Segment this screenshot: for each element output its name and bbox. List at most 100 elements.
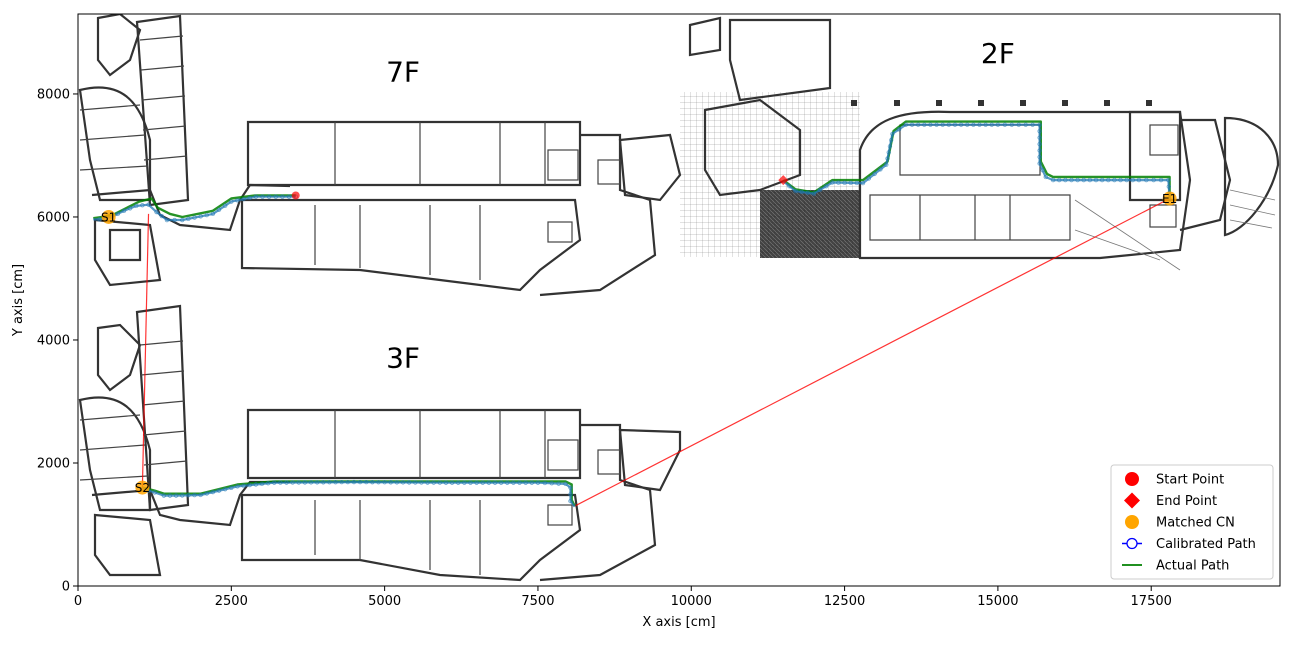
calibrated-path-point xyxy=(830,180,835,185)
x-tick-label: 5000 xyxy=(368,594,401,609)
calibrated-path-point xyxy=(1124,177,1129,183)
calibrated-path-point xyxy=(817,187,823,193)
calibrated-path-point xyxy=(172,217,177,223)
calibrated-path-point xyxy=(419,480,424,485)
calibrated-path-point xyxy=(259,481,265,487)
calibrated-path-point xyxy=(854,180,859,186)
calibrated-path-point xyxy=(97,217,102,222)
calibrated-path-point xyxy=(995,122,1001,127)
legend-item: Calibrated Path xyxy=(1122,537,1256,552)
calibrated-path-point xyxy=(284,480,289,485)
floorplan-2f xyxy=(680,16,1280,271)
calibrated-path-point xyxy=(235,484,240,489)
transition-line xyxy=(574,197,1170,507)
calibrated-path-point xyxy=(1037,135,1042,140)
calibrated-path-point xyxy=(198,492,203,498)
calibrated-path-point xyxy=(315,480,320,485)
calibrated-path-point xyxy=(793,188,798,194)
calibrated-path-point xyxy=(1112,177,1117,183)
x-axis-label: X axis [cm] xyxy=(642,615,715,630)
matched-cn-marker xyxy=(135,480,150,495)
calibrated-path-point xyxy=(1130,177,1135,183)
calibrated-path-point xyxy=(302,480,308,485)
calibrated-path-point xyxy=(154,209,159,215)
calibrated-path-point xyxy=(1037,161,1042,166)
legend-label: End Point xyxy=(1156,494,1217,509)
calibrated-path-point xyxy=(273,194,278,199)
legend-label: Calibrated Path xyxy=(1156,537,1256,552)
calibrated-path-point xyxy=(1040,168,1045,173)
calibrated-path-point xyxy=(928,122,933,127)
calibrated-path-point xyxy=(1037,154,1042,160)
y-tick-label: 0 xyxy=(62,580,70,595)
calibrated-path-point xyxy=(134,203,139,209)
calibrated-path-point xyxy=(241,196,246,202)
floor-label: 3F xyxy=(386,342,420,375)
floorplan-3f xyxy=(78,304,682,582)
y-tick-label: 4000 xyxy=(37,333,70,348)
matched-cn-marker xyxy=(1162,191,1177,206)
calibrated-path-point xyxy=(364,479,369,485)
calibrated-path-point xyxy=(909,122,915,127)
calibrated-path-point xyxy=(517,480,522,485)
calibrated-path-point xyxy=(884,162,889,167)
calibrated-path-point xyxy=(192,492,197,498)
calibrated-path-point xyxy=(167,493,173,498)
calibrated-path-point xyxy=(499,480,504,485)
legend-item: Actual Path xyxy=(1122,559,1229,574)
calibrated-path-point xyxy=(198,214,203,219)
calibrated-path-point xyxy=(866,176,871,181)
calibrated-path-point xyxy=(885,156,890,161)
calibrated-path-point xyxy=(413,480,418,485)
floorplan-7f xyxy=(78,14,682,297)
calibrated-path-point xyxy=(989,122,994,127)
calibrated-path-point xyxy=(321,480,326,485)
calibrated-path-point xyxy=(1081,177,1086,183)
calibrated-path-point xyxy=(186,493,191,498)
legend-label: Actual Path xyxy=(1156,559,1229,574)
x-tick-label: 0 xyxy=(74,594,82,609)
calibrated-path-point xyxy=(278,480,283,485)
legend-marker xyxy=(1126,537,1138,550)
calibrated-path-point xyxy=(886,150,891,155)
legend-label: Matched CN xyxy=(1156,516,1235,531)
calibrated-path-point xyxy=(903,122,909,127)
matched-cn-label: S2 xyxy=(135,481,150,495)
calibrated-path-point xyxy=(1037,141,1042,147)
calibrated-path-point xyxy=(916,122,921,127)
x-tick-label: 17500 xyxy=(1131,594,1172,609)
calibrated-path-point xyxy=(241,483,246,488)
calibrated-path-point xyxy=(159,213,164,219)
calibrated-path-point xyxy=(1087,177,1093,183)
calibrated-path-point xyxy=(556,481,561,486)
calibrated-path-point xyxy=(805,190,810,195)
calibrated-path-point xyxy=(443,480,449,485)
calibrated-path-point xyxy=(127,206,133,211)
calibrated-path-point xyxy=(1151,177,1156,183)
calibrated-path-point xyxy=(1037,148,1042,153)
calibrated-path-point xyxy=(186,216,191,221)
calibrated-path-point xyxy=(407,480,412,485)
calibrated-path-point xyxy=(568,485,573,490)
calibrated-path-point xyxy=(247,195,252,201)
calibrated-path-point xyxy=(922,122,927,127)
calibrated-path-point xyxy=(388,480,393,485)
calibrated-path-point xyxy=(480,480,485,485)
calibrated-path-point xyxy=(382,480,387,485)
calibrated-path-point xyxy=(216,207,222,212)
calibrated-path-point xyxy=(523,480,528,485)
calibrated-path-point xyxy=(400,480,406,485)
calibrated-path-point xyxy=(204,212,209,218)
x-tick-label: 7500 xyxy=(521,594,554,609)
calibrated-path-point xyxy=(229,199,234,204)
calibrated-path-point xyxy=(449,480,455,485)
calibrated-path-point xyxy=(456,480,461,485)
calibrated-path-point xyxy=(848,180,853,186)
calibrated-path-point xyxy=(164,217,170,223)
calibrated-path-point xyxy=(229,485,234,490)
calibrated-path-point xyxy=(327,480,332,485)
calibrated-path-point xyxy=(180,217,185,223)
